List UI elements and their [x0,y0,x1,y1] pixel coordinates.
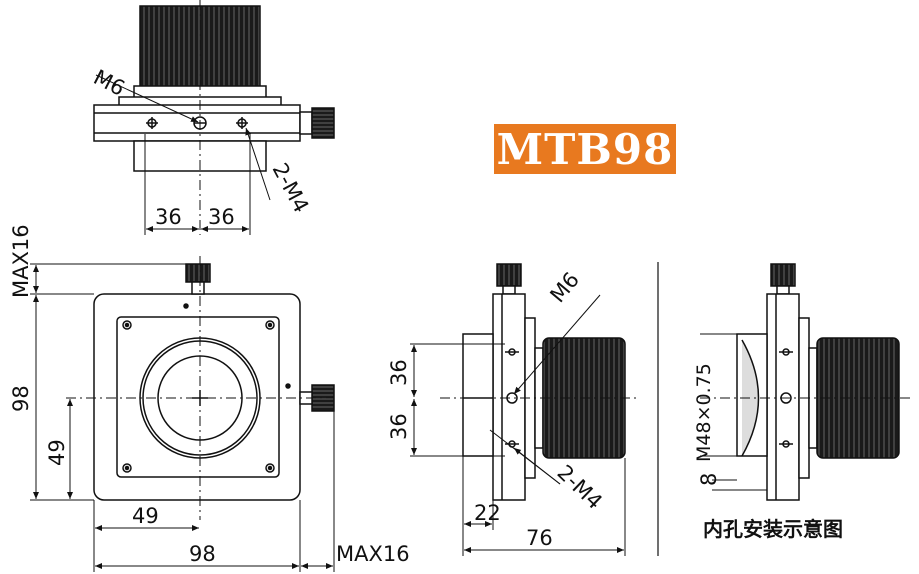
side-view [410,263,640,556]
side-top-knob [496,263,522,287]
mount-depth: 8 [697,473,721,486]
mount-caption: 内孔安装示意图 [703,517,843,541]
side-dim-depth: 76 [526,526,553,550]
front-view [30,256,335,572]
side-body [492,293,526,501]
top-dim-right: 36 [208,205,235,229]
top-holes [146,116,248,130]
model-title-badge: MTB98 [494,124,676,174]
side-dim-thickness: 22 [474,501,501,525]
model-title: MTB98 [496,124,674,174]
adjust-screw [299,111,313,135]
front-left-max: MAX16 [9,224,33,298]
front-center-width: 49 [132,504,159,528]
front-right-max: MAX16 [336,542,410,566]
top-knob [185,263,211,283]
top-thread-label: M6 [90,65,129,101]
side-thread-label: M6 [545,268,584,308]
mount-thread-label: M48×0.75 [693,363,715,462]
side-dim-upper: 36 [387,359,411,386]
side-hole-label: 2-M4 [553,460,607,514]
front-width: 98 [189,542,216,566]
side-dim-lower: 36 [387,413,411,440]
top-view [93,0,335,235]
front-height: 98 [9,385,33,412]
front-center-height: 49 [45,439,69,466]
top-hole-label: 2-M4 [268,159,314,217]
top-dim-left: 36 [155,205,182,229]
corner-screws [122,320,275,473]
mount-view [700,263,910,501]
